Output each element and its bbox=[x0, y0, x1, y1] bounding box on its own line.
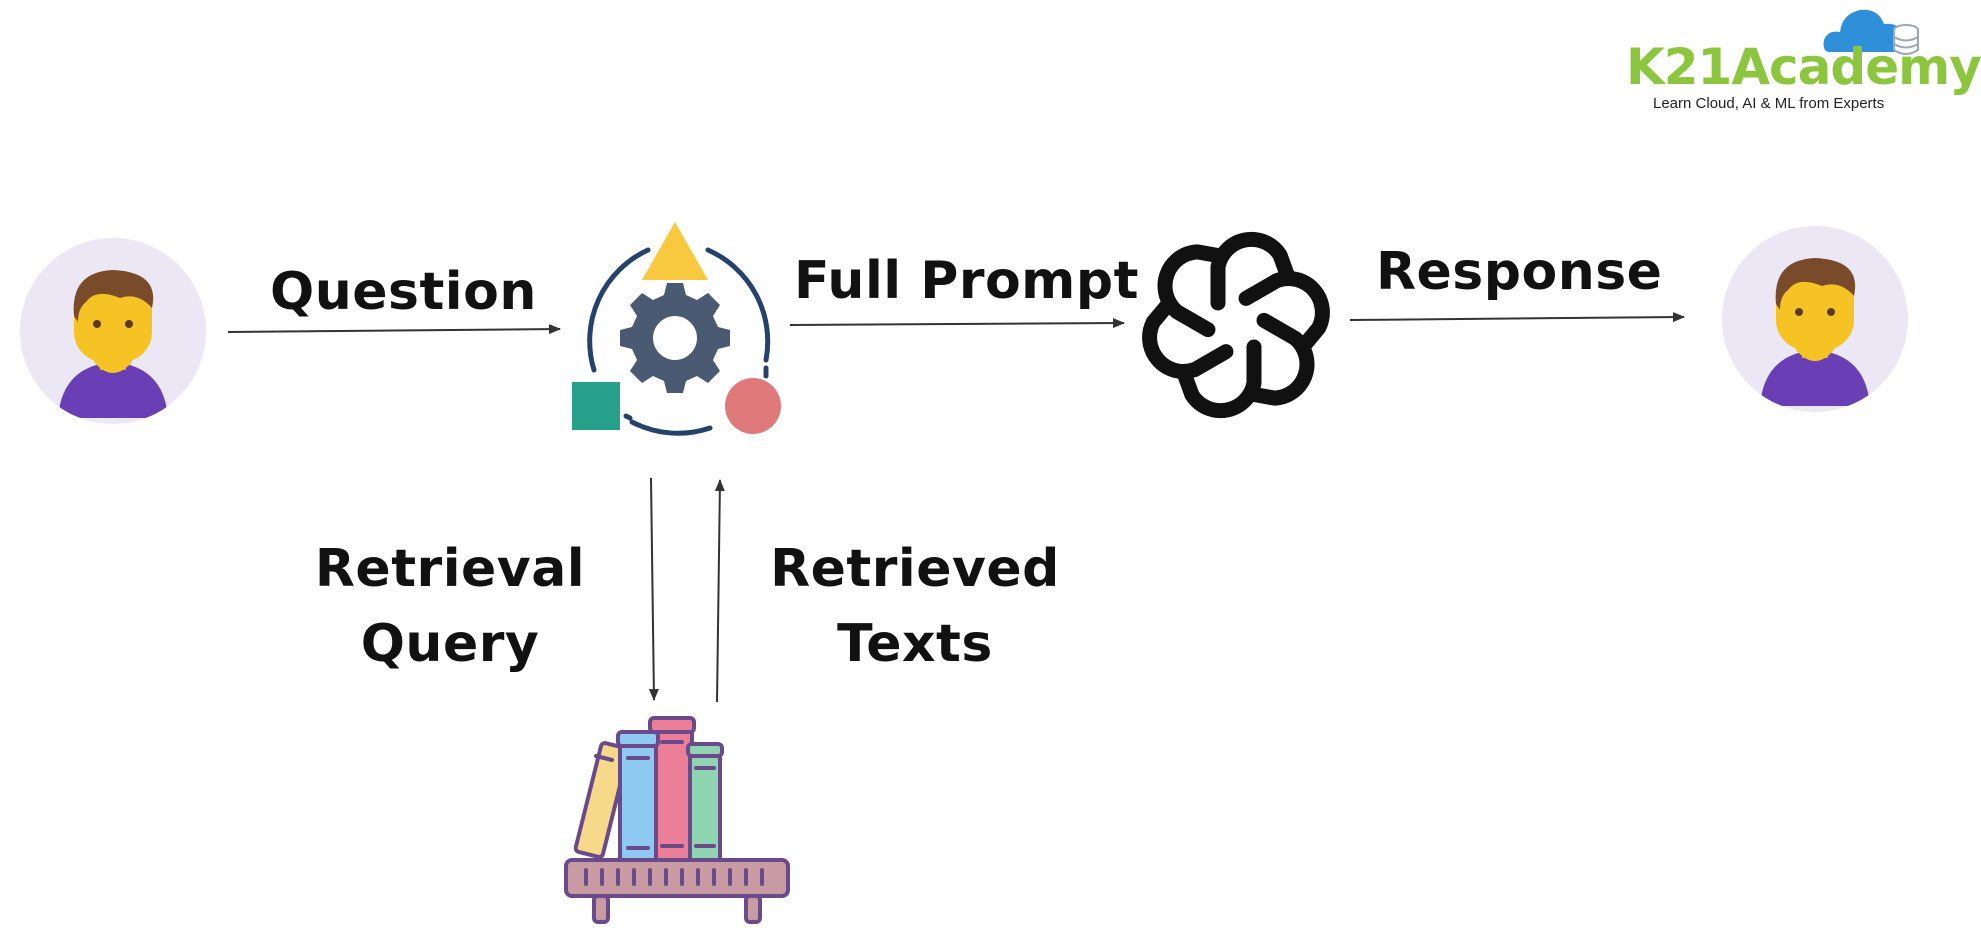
arrows-layer bbox=[227, 312, 1685, 703]
arrow-question bbox=[227, 324, 561, 335]
bookshelf-icon bbox=[564, 716, 790, 924]
openai-logo-icon bbox=[1136, 222, 1336, 428]
response-label: Response bbox=[1376, 242, 1663, 302]
cloud-database-icon bbox=[1823, 9, 1919, 55]
retrieval-query-line-1: Retrieval bbox=[314, 539, 586, 599]
user-avatar-icon bbox=[20, 238, 206, 424]
retrieval-query-label: Retrieval Query bbox=[300, 532, 600, 682]
gear-with-shapes-icon bbox=[572, 222, 781, 436]
retrieved-texts-line-2: Texts bbox=[837, 614, 993, 674]
retrieval-query-line-2: Query bbox=[360, 614, 540, 674]
arrow-retrieval-query bbox=[648, 477, 659, 701]
retrieved-texts-label: Retrieved Texts bbox=[765, 532, 1065, 682]
retrieved-texts-line-1: Retrieved bbox=[770, 539, 1060, 599]
logo-tagline: Learn Cloud, AI & ML from Experts bbox=[1653, 95, 1885, 112]
recipient-avatar-icon bbox=[1722, 226, 1908, 412]
arrow-response bbox=[1349, 312, 1685, 323]
arrow-retrieved-texts bbox=[714, 479, 725, 703]
full-prompt-label: Full Prompt bbox=[794, 251, 1139, 311]
logo-wordmark: K21Academy bbox=[1626, 38, 1981, 96]
arrow-full-prompt bbox=[789, 318, 1125, 329]
question-label: Question bbox=[270, 262, 537, 322]
